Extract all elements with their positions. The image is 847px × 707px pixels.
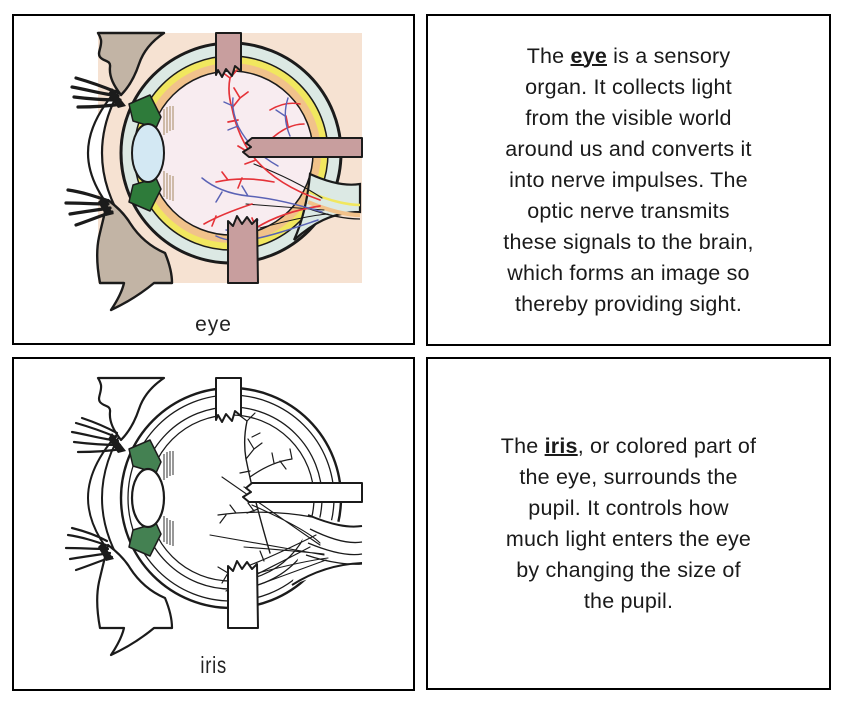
lateral-muscle-band — [242, 482, 363, 503]
upper-eyelashes — [70, 416, 126, 454]
zonule-fibers — [163, 106, 174, 201]
iris-caption-text: iris — [200, 652, 227, 678]
iris-highlight — [128, 439, 162, 557]
lower-eyelashes — [64, 188, 114, 227]
iris-cross-section-illustration — [64, 376, 363, 657]
optic-nerve — [209, 476, 363, 594]
iris-caption: iris — [14, 652, 413, 679]
lower-eyelid — [96, 198, 174, 312]
eye-illustration — [64, 31, 363, 312]
upper-eyelid — [96, 376, 166, 442]
upper-eyelashes — [70, 76, 126, 109]
lower-eyelid — [96, 543, 174, 657]
lens — [131, 123, 165, 183]
zonule-fibers — [163, 451, 174, 546]
iris-illustration — [64, 376, 363, 657]
inferior-muscle-band — [227, 560, 259, 629]
card-eye-diagram: eye — [12, 14, 415, 345]
eye-muscles — [215, 377, 363, 629]
lower-eyelashes — [64, 526, 114, 572]
superior-muscle-band — [215, 377, 242, 423]
inferior-muscle-band — [227, 215, 259, 284]
lens-pupil — [130, 467, 166, 529]
card-iris-diagram: iris — [12, 357, 415, 691]
lateral-muscle-band — [242, 137, 363, 158]
eye-caption: eye — [195, 313, 232, 336]
superior-muscle-band — [215, 32, 242, 78]
eye-cross-section-illustration — [64, 31, 363, 312]
blood-vessels — [217, 412, 317, 592]
eye-muscles — [215, 32, 363, 284]
iris-ciliary-body — [128, 94, 162, 212]
upper-eyelid — [96, 31, 166, 97]
